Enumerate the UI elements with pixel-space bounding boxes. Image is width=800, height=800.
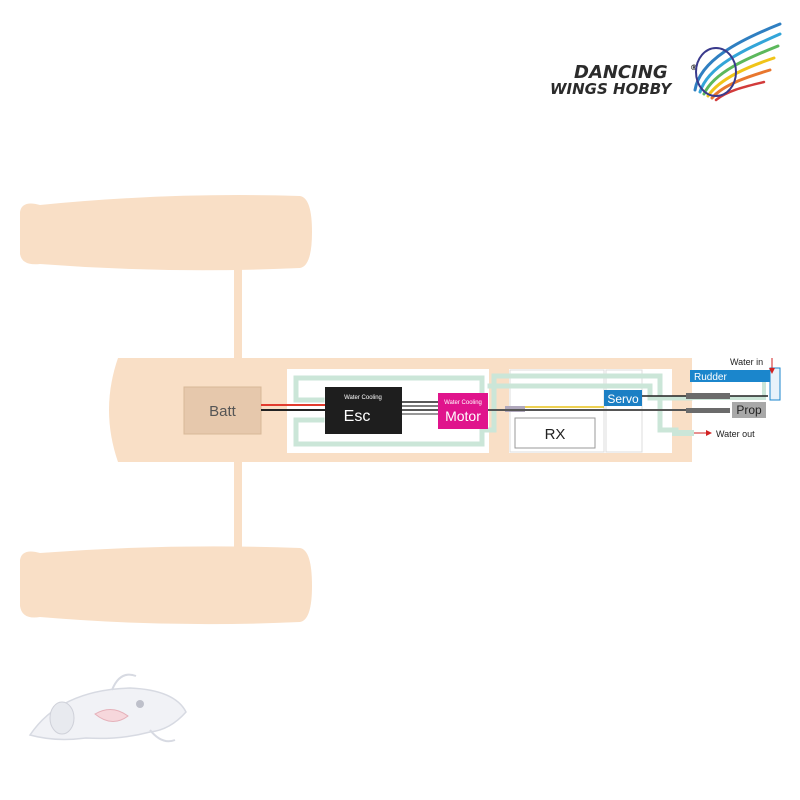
servo-label: Servo bbox=[607, 392, 639, 406]
water-out-arrow-icon bbox=[706, 430, 712, 436]
rudder-label: Rudder bbox=[694, 372, 727, 383]
bottom-strut bbox=[234, 462, 242, 550]
cooling-loop-motor bbox=[479, 373, 679, 433]
water-inlet: Water in bbox=[730, 357, 775, 374]
wing-swoosh-logo-icon bbox=[693, 22, 782, 102]
cooling-loop-esc bbox=[293, 375, 485, 447]
top-strut bbox=[234, 266, 242, 360]
water-in-label: Water in bbox=[730, 357, 763, 367]
water-outlet: Water out bbox=[672, 429, 755, 439]
battery-wires bbox=[261, 404, 325, 411]
prop-label: Prop bbox=[736, 403, 762, 417]
esc: Water Cooling Esc bbox=[325, 387, 402, 434]
rudder: Rudder bbox=[690, 367, 781, 401]
motor: Water Cooling Motor bbox=[438, 393, 488, 429]
cooling-tubes bbox=[293, 373, 766, 447]
motor-label: Motor bbox=[445, 408, 481, 424]
brand-logo: DANCING WINGS HOBBY ® bbox=[550, 22, 782, 102]
linkage-sleeve bbox=[686, 393, 730, 399]
receiver-label: RX bbox=[545, 426, 566, 443]
inlet-tube bbox=[487, 383, 693, 401]
battery: Batt bbox=[183, 386, 262, 435]
bottom-pontoon bbox=[20, 546, 312, 625]
shaft-sleeve bbox=[686, 408, 730, 413]
motor-note: Water Cooling bbox=[444, 400, 482, 406]
brand-line-2: WINGS HOBBY bbox=[550, 80, 673, 98]
esc-motor-wires bbox=[402, 401, 438, 415]
brand-line-1: DANCING bbox=[574, 62, 668, 83]
water-in-arrow-icon bbox=[769, 368, 775, 374]
servo: Servo bbox=[604, 390, 642, 406]
prop: Prop bbox=[732, 402, 766, 418]
shark-mascot-icon bbox=[28, 673, 187, 743]
registered-mark: ® bbox=[690, 63, 698, 72]
receiver: RX bbox=[514, 417, 596, 449]
esc-note: Water Cooling bbox=[344, 395, 382, 401]
esc-label: Esc bbox=[344, 408, 371, 425]
water-out-label: Water out bbox=[716, 429, 755, 439]
top-pontoon bbox=[20, 195, 312, 271]
battery-label: Batt bbox=[209, 403, 237, 420]
